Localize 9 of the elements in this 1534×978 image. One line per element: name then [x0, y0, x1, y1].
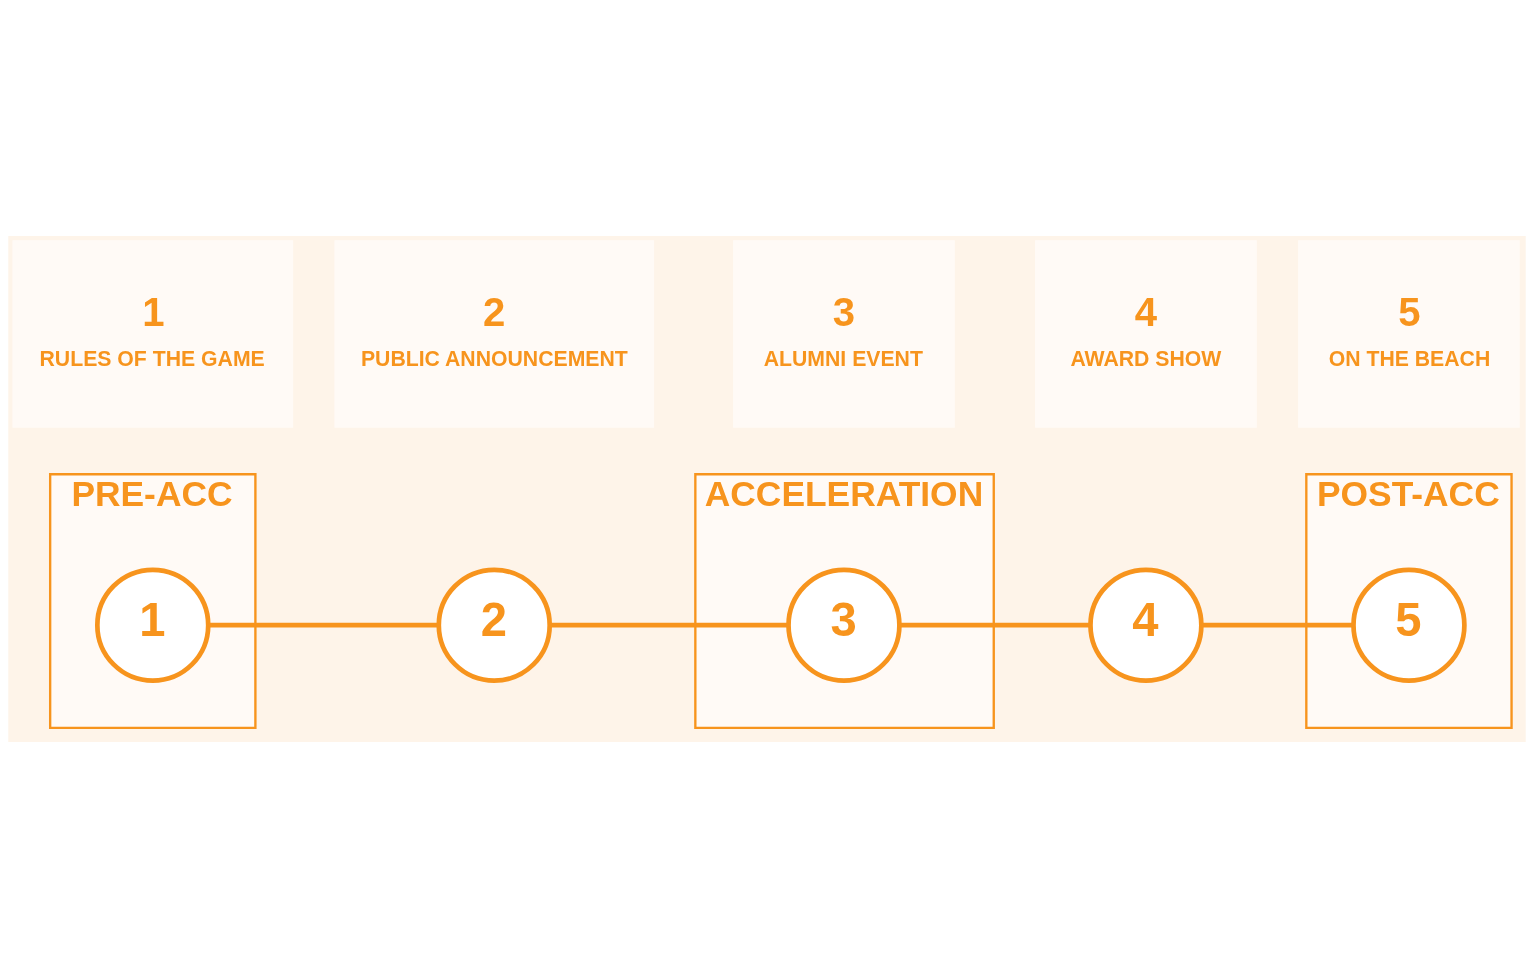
connector — [208, 622, 439, 628]
connector — [549, 622, 789, 628]
node-circle: 1 — [95, 567, 211, 684]
node-circle: 3 — [786, 567, 902, 684]
node-circle: 2 — [436, 567, 553, 684]
connector — [1201, 622, 1354, 628]
connector — [899, 622, 1090, 628]
node-circle: 5 — [1351, 567, 1467, 684]
node-circle: 4 — [1088, 567, 1204, 684]
